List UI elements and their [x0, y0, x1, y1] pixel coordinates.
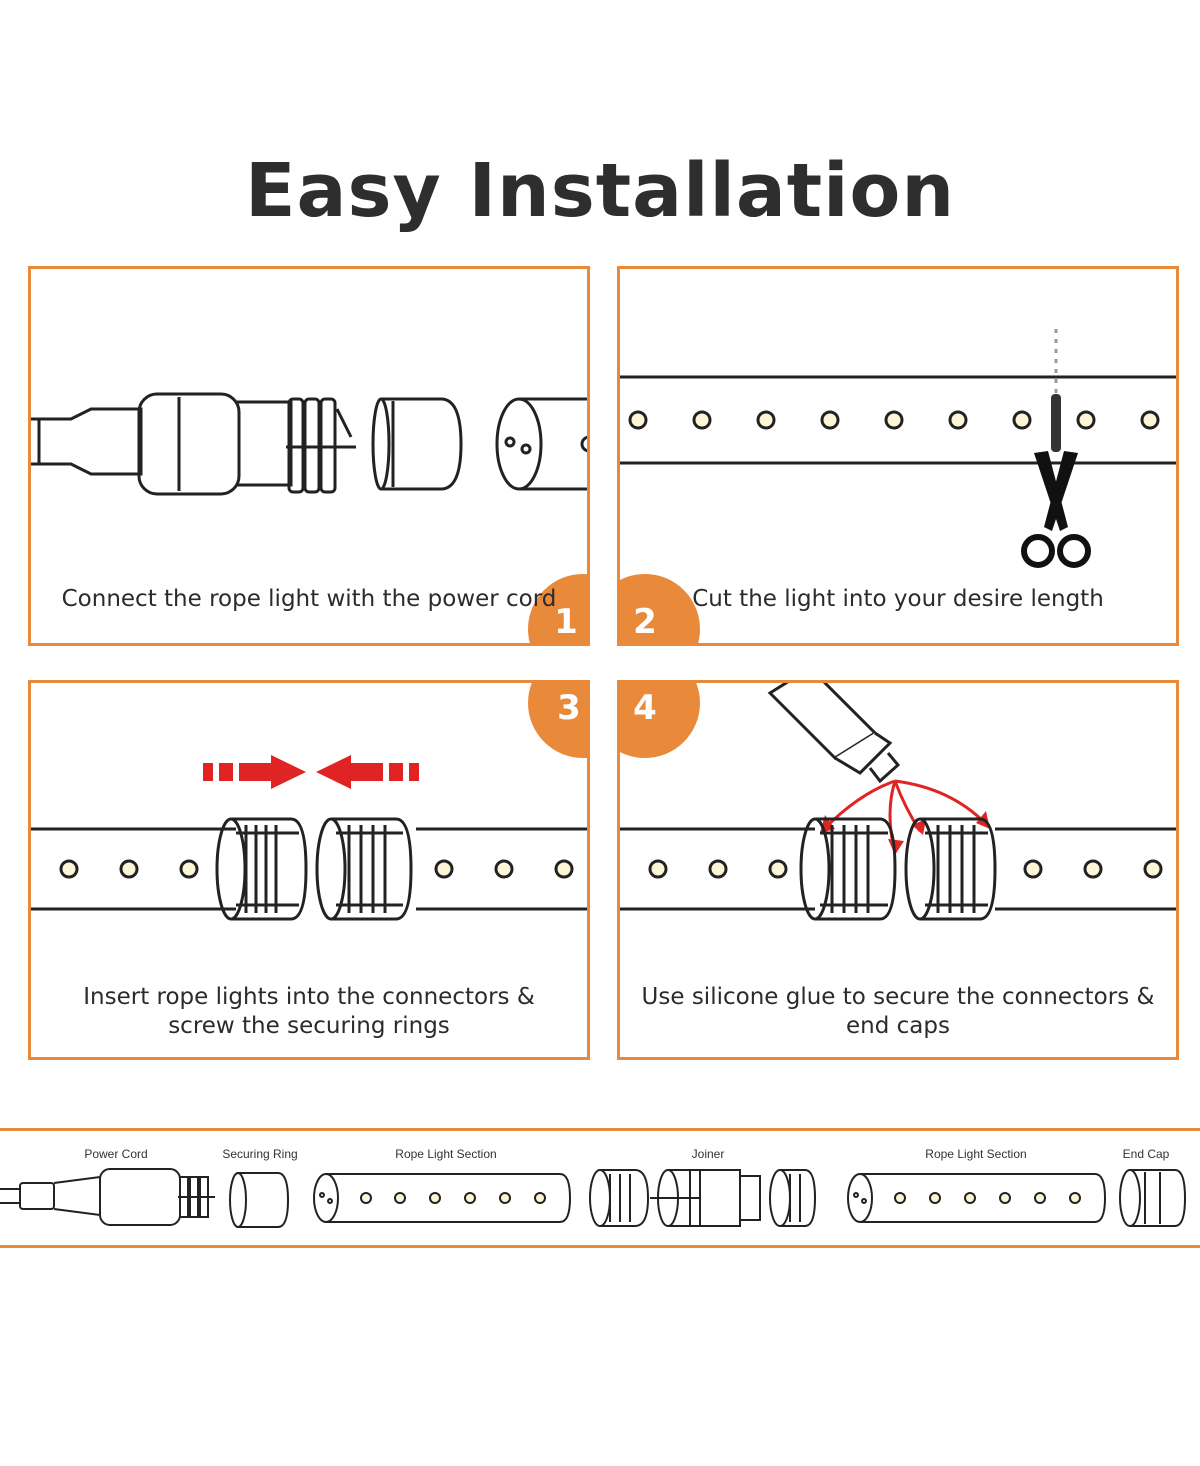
- led-dot: [948, 410, 968, 430]
- part-label-power-cord: Power Cord: [84, 1147, 148, 1161]
- led-dot: [884, 410, 904, 430]
- part-label-end-cap: End Cap: [1122, 1147, 1170, 1161]
- silicone-tube-icon: [620, 683, 1176, 921]
- connector-icon: [31, 683, 587, 921]
- led-dot: [1076, 410, 1096, 430]
- led-dot: [820, 410, 840, 430]
- step-4-number: 4: [633, 688, 657, 728]
- step-1-caption: Connect the rope light with the power co…: [61, 586, 557, 612]
- led-dot: [1012, 410, 1032, 430]
- part-label-rope-light-section: Rope Light Section: [395, 1147, 497, 1161]
- page-title: Easy Installation: [244, 148, 956, 234]
- step-1-panel: Connect the rope light with the power co…: [28, 266, 590, 646]
- parts-illustration: [0, 1168, 1187, 1228]
- step-4-panel: 4 Use silicone glue to secure the connec…: [617, 680, 1179, 1060]
- part-label-joiner: Joiner: [691, 1147, 725, 1161]
- step-2-panel: Cut the light into your desire length 2: [617, 266, 1179, 646]
- parts-strip: Power Cord Securing Ring Rope Light Sect…: [0, 1128, 1200, 1248]
- step-3-caption-line1: Insert rope lights into the connectors &: [83, 984, 535, 1010]
- step-4-caption-line2: end caps: [846, 1013, 950, 1039]
- part-label-rope-light-section-2: Rope Light Section: [925, 1147, 1027, 1161]
- step-1-number: 1: [554, 602, 578, 642]
- part-label-securing-ring: Securing Ring: [222, 1147, 298, 1161]
- led-dot: [756, 410, 776, 430]
- power-cord-plug-icon: [31, 392, 587, 643]
- step-4-caption-line1: Use silicone glue to secure the connecto…: [641, 984, 1155, 1010]
- step-2-number: 2: [633, 602, 657, 642]
- step-3-number: 3: [557, 688, 581, 728]
- led-dot: [692, 410, 712, 430]
- step-2-caption: Cut the light into your desire length: [692, 586, 1104, 612]
- led-dot: [1140, 410, 1160, 430]
- step-3-panel: 3 Insert rope lights into the connectors…: [28, 680, 590, 1060]
- scissors-icon: [620, 329, 1176, 643]
- step-3-caption-line2: screw the securing rings: [168, 1013, 450, 1039]
- led-dot: [628, 410, 648, 430]
